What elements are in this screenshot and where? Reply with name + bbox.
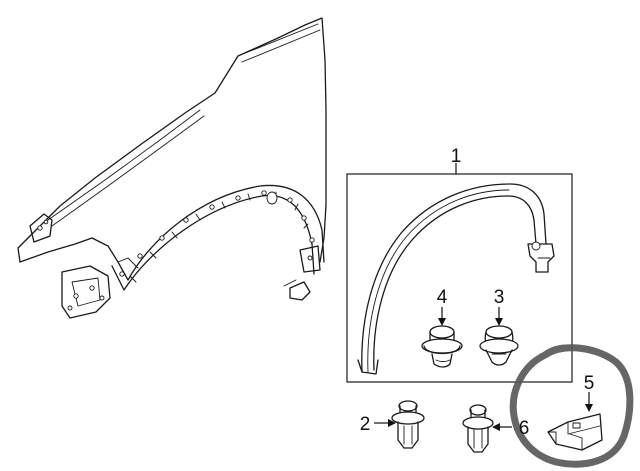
callout-4: 4	[437, 287, 448, 308]
push-pin-part-2	[374, 400, 425, 449]
part-1-box	[346, 163, 573, 383]
wheel-arch-molding	[357, 183, 555, 375]
highlight-circle	[509, 344, 634, 468]
clip-part-3	[479, 307, 519, 366]
grommet-part-4	[421, 307, 463, 368]
bracket-part-5	[547, 392, 603, 451]
push-pin-part-6	[462, 404, 512, 453]
callout-6: 6	[519, 418, 530, 439]
callout-1: 1	[451, 146, 462, 167]
callout-2: 2	[360, 414, 371, 435]
callout-5: 5	[584, 373, 595, 394]
callout-3: 3	[494, 287, 505, 308]
fender-panel	[17, 17, 327, 319]
